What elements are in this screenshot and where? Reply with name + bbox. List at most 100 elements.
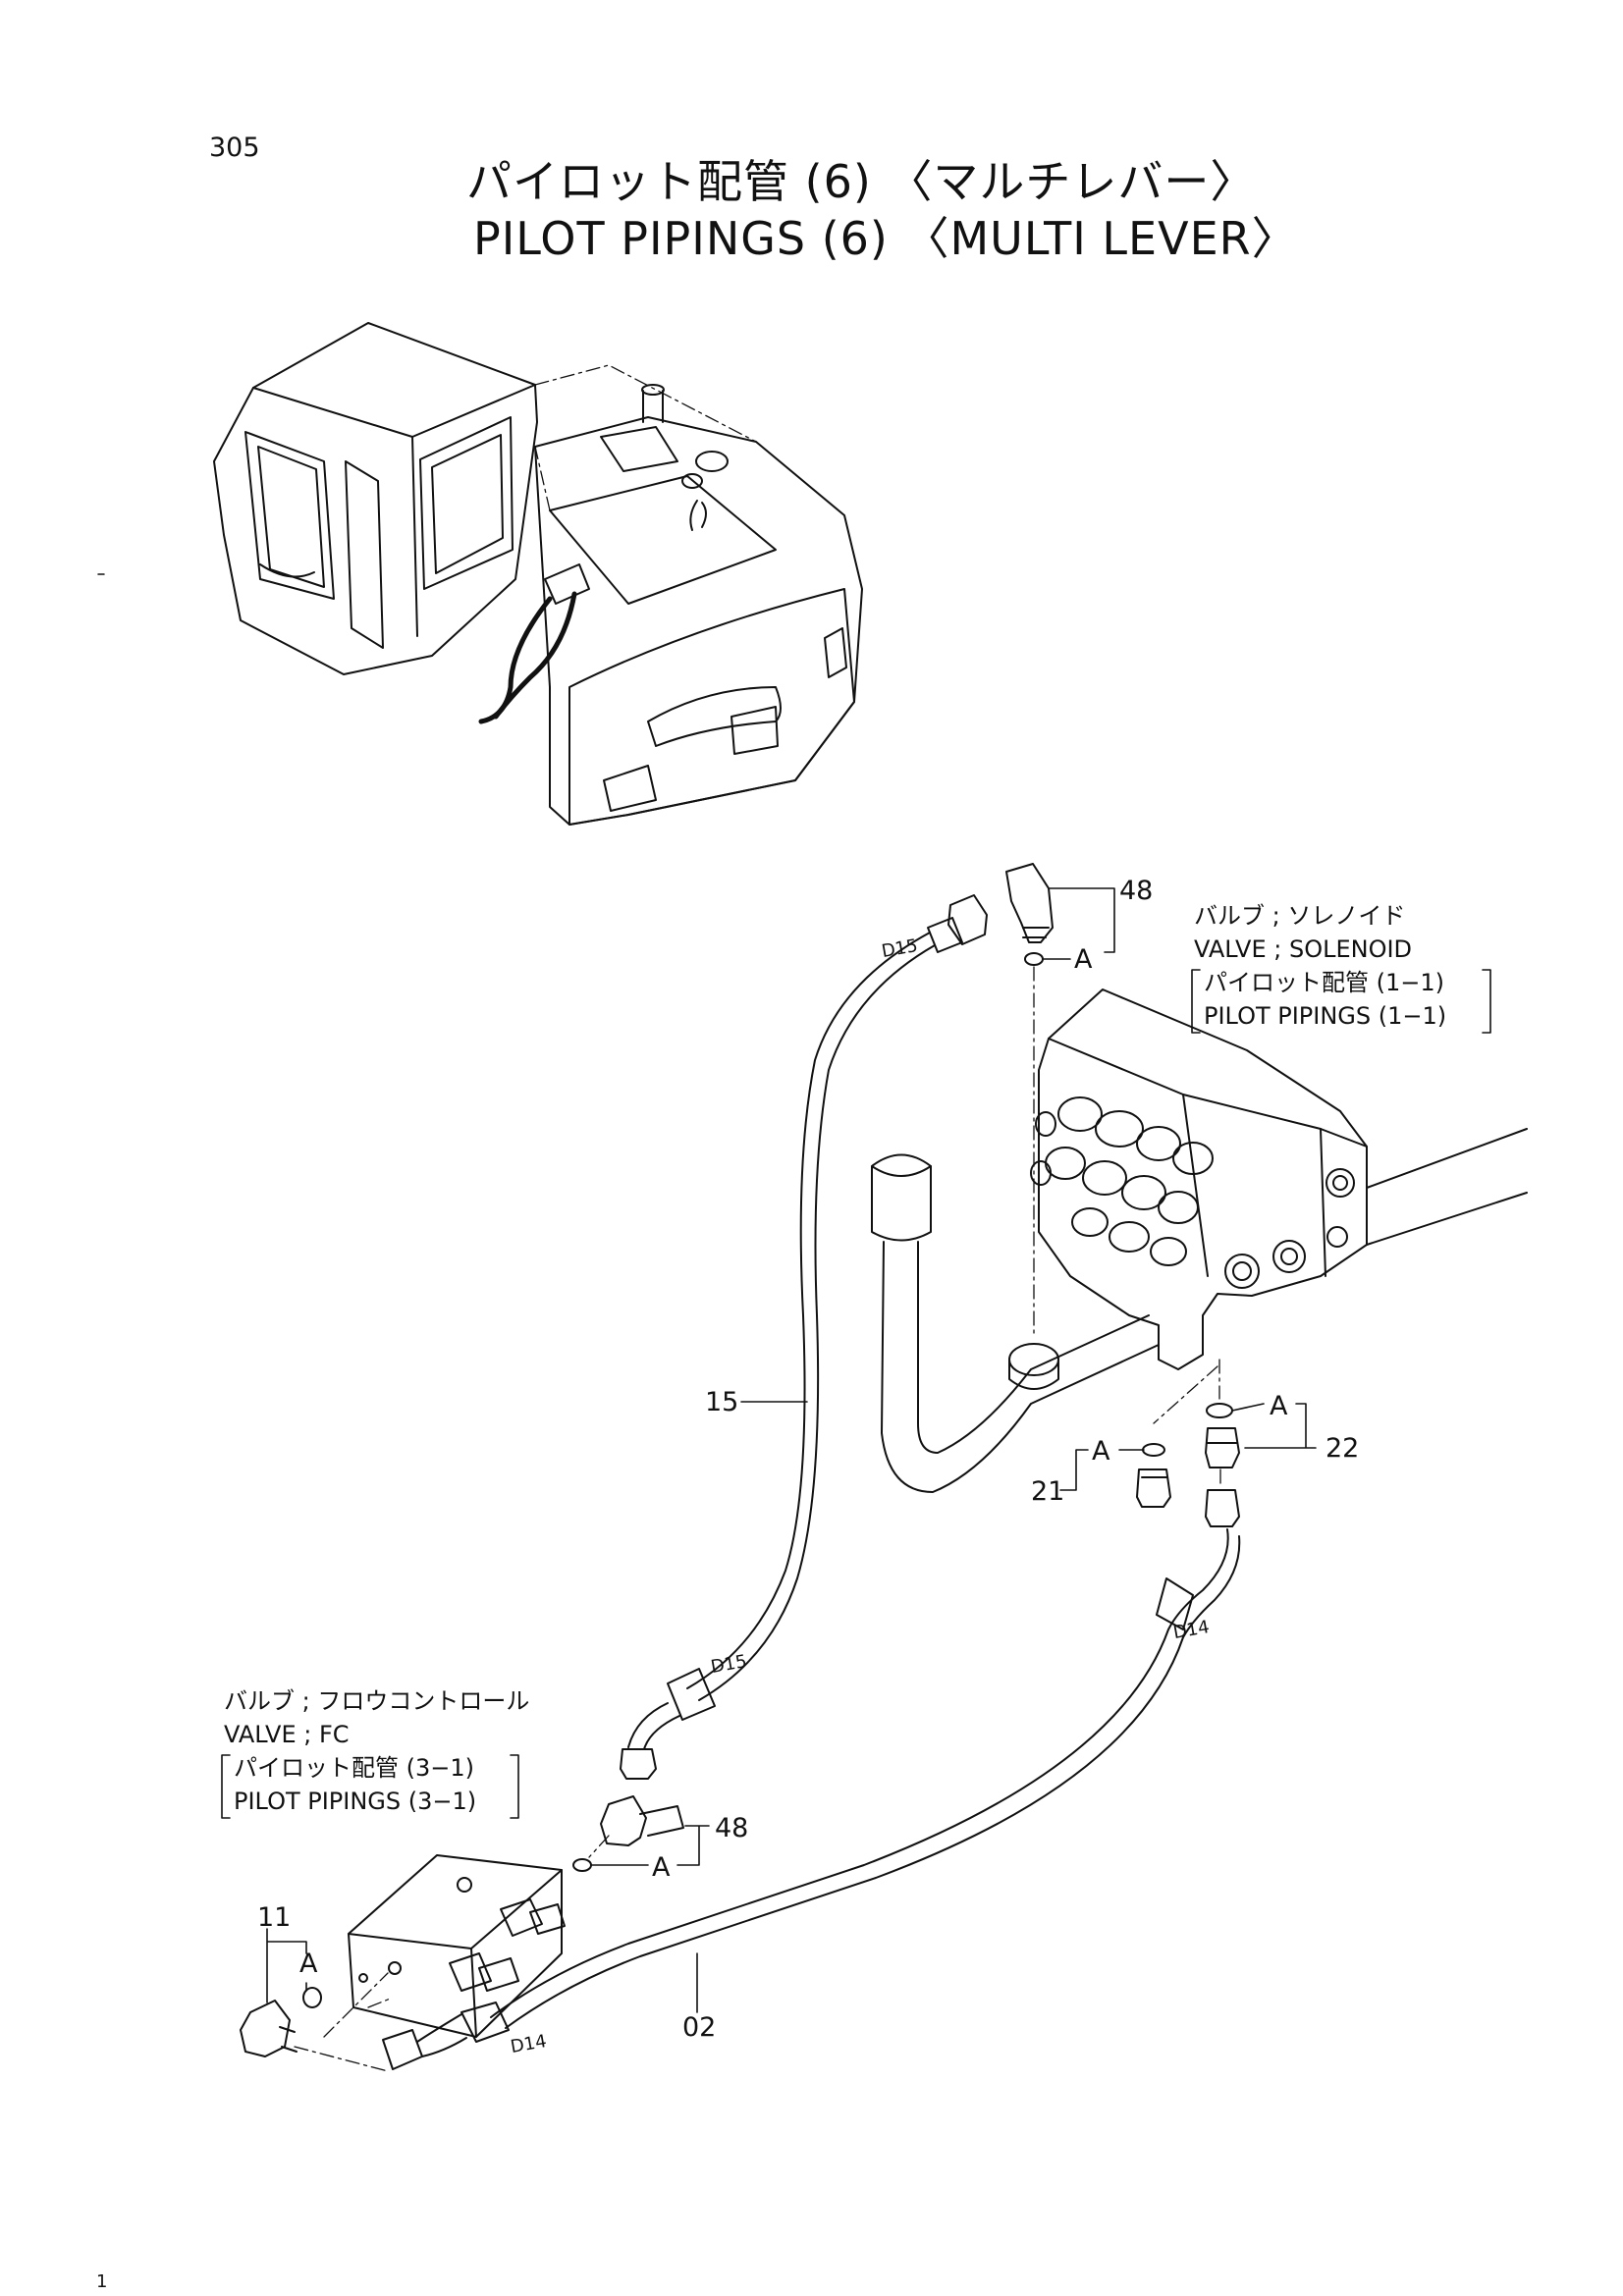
washer	[682, 474, 702, 488]
fitting-22-nut	[1206, 1490, 1239, 1526]
elbow-11-dashdot	[295, 2047, 388, 2071]
hose-15-lower-nut	[621, 1749, 656, 1779]
hose-02-nut	[383, 2030, 422, 2069]
cab-roof-line	[253, 385, 535, 437]
leader-48-top	[1049, 888, 1114, 952]
callout-brackets	[222, 970, 1490, 1818]
cab-outline	[214, 323, 537, 674]
solenoid-valve-label-jp: バルブ ; ソレノイド	[1194, 902, 1406, 930]
solenoid-valve-label-en: VALVE ; SOLENOID	[1194, 935, 1413, 963]
muffler	[643, 391, 663, 422]
part-22: 22	[1325, 1433, 1360, 1464]
part-02: 02	[682, 2012, 717, 2043]
lever-grip	[872, 1155, 931, 1241]
part-11: 11	[257, 1902, 292, 1933]
lamp-right	[825, 628, 846, 677]
elbow-11-drawing	[241, 1988, 388, 2071]
plate	[731, 707, 778, 754]
fc-valve-drawing	[324, 1855, 565, 2037]
side-frame	[346, 461, 383, 648]
oring-21	[1143, 1444, 1164, 1456]
leader-lines	[267, 888, 1316, 2012]
solenoid-dashdot-1	[1154, 1360, 1219, 1423]
oring-22	[1207, 1404, 1232, 1417]
fc-dashdot	[324, 1973, 393, 2037]
top-elbow-48	[1006, 864, 1053, 942]
solenoid-outlet-pipe	[1367, 1129, 1527, 1245]
solenoid-valve-ref-jp: パイロット配管 (1−1)	[1204, 969, 1445, 996]
leader-48-bottom	[591, 1826, 709, 1865]
lever-pipe	[882, 1242, 1159, 1492]
hose-15-elbow	[628, 1703, 679, 1749]
filler-cap	[696, 452, 728, 471]
solenoid-coils	[1031, 1097, 1213, 1265]
port-circle-5	[1225, 1255, 1259, 1288]
bracket-fc-right	[511, 1755, 518, 1818]
dashdot-guide-2	[535, 447, 550, 510]
fc-valve-body	[349, 1855, 562, 2037]
port-circle-1	[1326, 1169, 1354, 1197]
dashdot-guide-1	[535, 365, 756, 442]
ref-letter-a-top: A	[1074, 944, 1093, 975]
fc-valve-front-edge	[471, 1949, 476, 2037]
engine-hood-panel	[550, 476, 776, 604]
fc-valve-label-jp: バルブ ; フロウコントロール	[224, 1687, 530, 1715]
corner-mark: 1	[96, 2271, 108, 2292]
solenoid-valve-ref-en: PILOT PIPINGS (1−1)	[1204, 1002, 1447, 1030]
plug-21	[1137, 1469, 1170, 1507]
hose-15	[687, 933, 935, 1700]
port-circle-2	[1333, 1176, 1347, 1190]
solenoid-valve-body	[1039, 989, 1367, 1369]
fc-port-top	[458, 1878, 471, 1892]
bottom-oring	[573, 1859, 591, 1871]
oring-11	[303, 1988, 321, 2007]
fc-fitting-1	[501, 1899, 565, 1936]
solenoid-valve-top-edge	[1049, 1039, 1367, 1147]
part-15: 15	[705, 1387, 739, 1417]
door-window-inner	[258, 447, 324, 587]
multi-lever-drawing	[872, 1155, 1159, 1493]
cab-pillar	[412, 437, 417, 636]
lever-valve-block	[545, 564, 589, 604]
hood-hatch	[601, 427, 677, 471]
fittings-21-22	[1137, 1360, 1239, 1526]
port-circle-6	[1233, 1262, 1251, 1280]
fc-valve-label-en: VALVE ; FC	[224, 1721, 350, 1748]
bracket-solenoid-left	[1192, 970, 1200, 1033]
title-english: PILOT PIPINGS (6) 〈MULTI LEVER〉	[473, 212, 1298, 265]
counterweight	[569, 589, 854, 825]
bracket-solenoid-right	[1483, 970, 1490, 1033]
hook	[690, 501, 706, 530]
rear-slot	[604, 766, 656, 811]
hose-02-end	[417, 2014, 466, 2056]
port-circle-3	[1273, 1241, 1305, 1272]
hose-02	[491, 1529, 1239, 2028]
leader-21	[1060, 1450, 1144, 1490]
top-hose-ferrule	[928, 918, 962, 952]
ref-letter-a-11: A	[299, 1949, 318, 1979]
rear-window	[420, 417, 513, 589]
machine-hose-2	[496, 594, 574, 717]
solenoid-valve-drawing	[1031, 989, 1527, 1369]
bottom-elbow-stem	[640, 1806, 683, 1836]
solenoid-port-face	[1321, 1129, 1325, 1276]
fitting-22-body	[1206, 1428, 1239, 1468]
ref-letter-a-21: A	[1092, 1436, 1110, 1467]
elbow-11-body	[241, 2001, 290, 2056]
fc-valve-ref-jp: パイロット配管 (3−1)	[234, 1754, 475, 1782]
leader-22	[1232, 1404, 1316, 1448]
part-48-bottom: 48	[715, 1813, 749, 1843]
port-circle-4	[1281, 1249, 1297, 1264]
lever-collar-side	[1009, 1360, 1058, 1389]
grille-slot	[648, 687, 781, 746]
bottom-dashdot	[589, 1836, 609, 1857]
fc-fitting-2	[450, 1953, 518, 1991]
hose-02-ferrule-top	[1157, 1578, 1193, 1629]
door-window	[245, 432, 334, 599]
fc-valve-ref-en: PILOT PIPINGS (3−1)	[234, 1788, 477, 1815]
bottom-elbow-body	[601, 1796, 646, 1845]
top-nut-d15	[948, 895, 987, 944]
top-oring	[1025, 953, 1043, 965]
part-21: 21	[1031, 1476, 1065, 1507]
